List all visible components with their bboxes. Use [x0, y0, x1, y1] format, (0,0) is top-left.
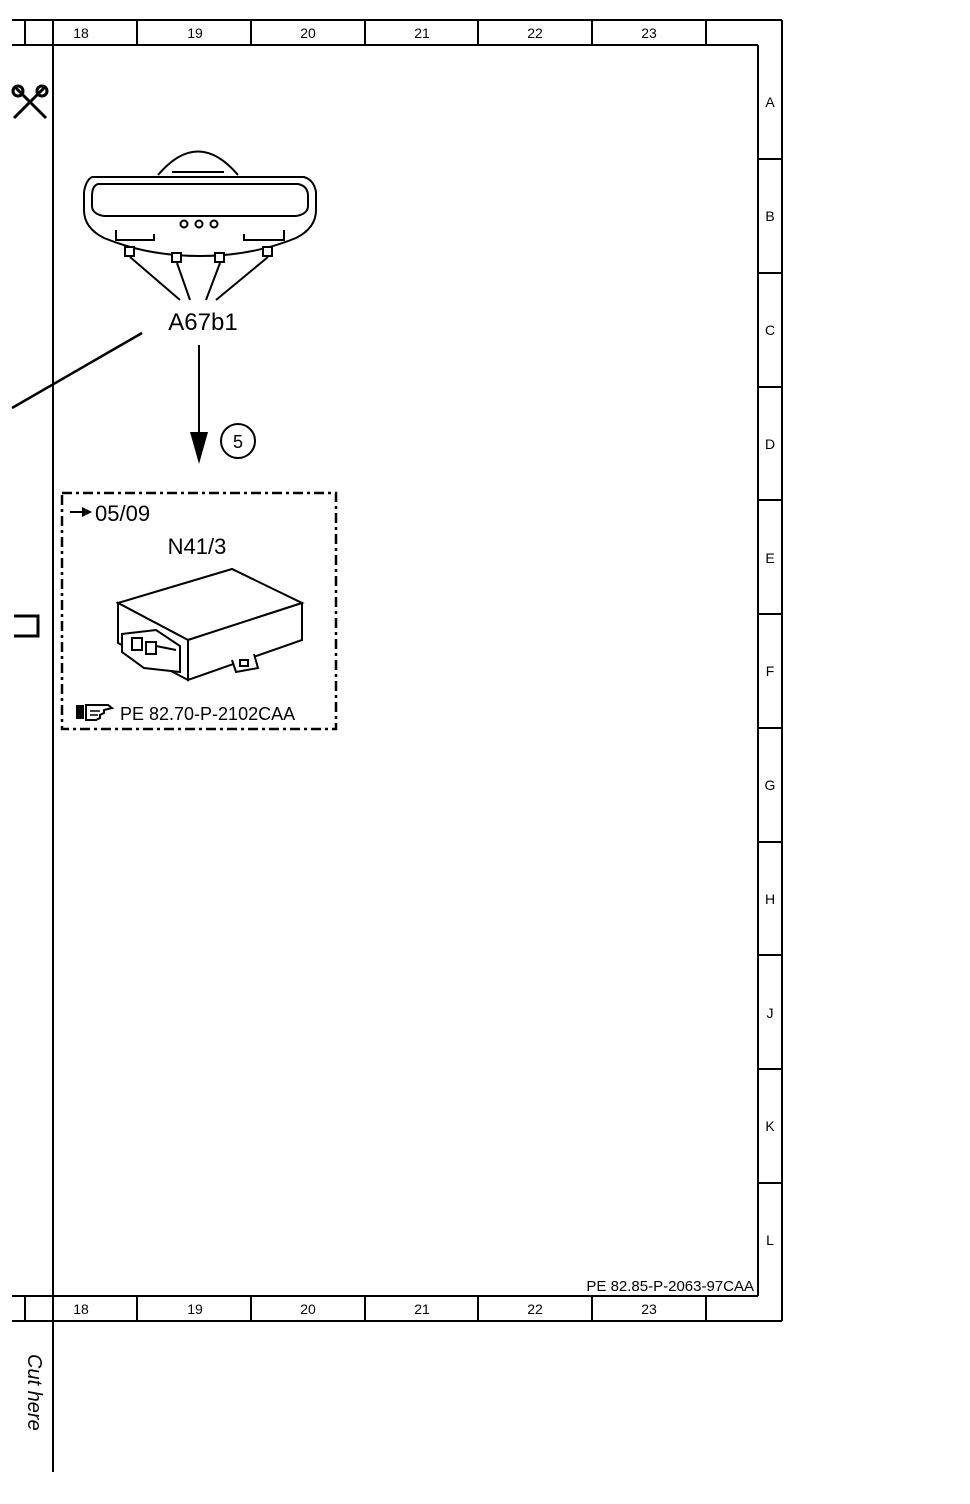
column-label-top: 23: [641, 25, 657, 41]
pointing-hand-icon: [76, 704, 115, 721]
mirror-leader-lines: [129, 256, 269, 301]
column-label-bottom: 21: [414, 1301, 430, 1317]
column-label-top: 22: [527, 25, 543, 41]
row-label: J: [767, 1005, 774, 1021]
row-label: H: [765, 891, 775, 907]
row-label: C: [765, 322, 775, 338]
scissors-icon: [11, 84, 49, 120]
cut-here-label: Cut here: [23, 1354, 45, 1431]
step-number-badge: 5: [220, 423, 256, 459]
row-label: L: [766, 1232, 774, 1248]
row-label: F: [766, 663, 775, 679]
row-label: E: [765, 550, 774, 566]
row-label: B: [765, 208, 774, 224]
column-label-bottom: 20: [300, 1301, 316, 1317]
column-label-top: 21: [414, 25, 430, 41]
row-ruler-right: A B C D E F G H J K L: [758, 94, 782, 1248]
column-label-bottom: 19: [187, 1301, 203, 1317]
connection-arrow: [190, 345, 208, 464]
column-label-top: 20: [300, 25, 316, 41]
component-location-box: 05/09 N41/3 PE 82.70-P-2102CAA: [60, 491, 338, 731]
column-ruler-top: 18 19 20 21 22 23: [73, 20, 657, 45]
mirror-component-label: A67b1: [168, 309, 237, 336]
column-label-bottom: 22: [527, 1301, 543, 1317]
column-label-top: 19: [187, 25, 203, 41]
column-label-top: 18: [73, 25, 89, 41]
reference-date: 05/09: [95, 501, 150, 526]
page-reference: PE 82.85-P-2063-97CAA: [586, 1278, 754, 1295]
row-label: K: [765, 1118, 775, 1134]
column-label-bottom: 18: [73, 1301, 89, 1317]
control-unit-drawing: [115, 567, 305, 682]
incoming-wire: [11, 331, 143, 410]
row-label: G: [765, 777, 776, 793]
pe-reference: PE 82.70-P-2102CAA: [120, 704, 295, 724]
column-label-bottom: 23: [641, 1301, 657, 1317]
column-ruler-bottom: 18 19 20 21 22 23: [73, 1296, 657, 1321]
arrow-right-icon: [70, 507, 92, 517]
rearview-mirror-drawing: [83, 150, 317, 263]
step-number: 5: [233, 432, 243, 452]
row-label: A: [765, 94, 775, 110]
fold-marker: [14, 614, 40, 638]
row-label: D: [765, 436, 775, 452]
unit-label: N41/3: [168, 534, 227, 559]
